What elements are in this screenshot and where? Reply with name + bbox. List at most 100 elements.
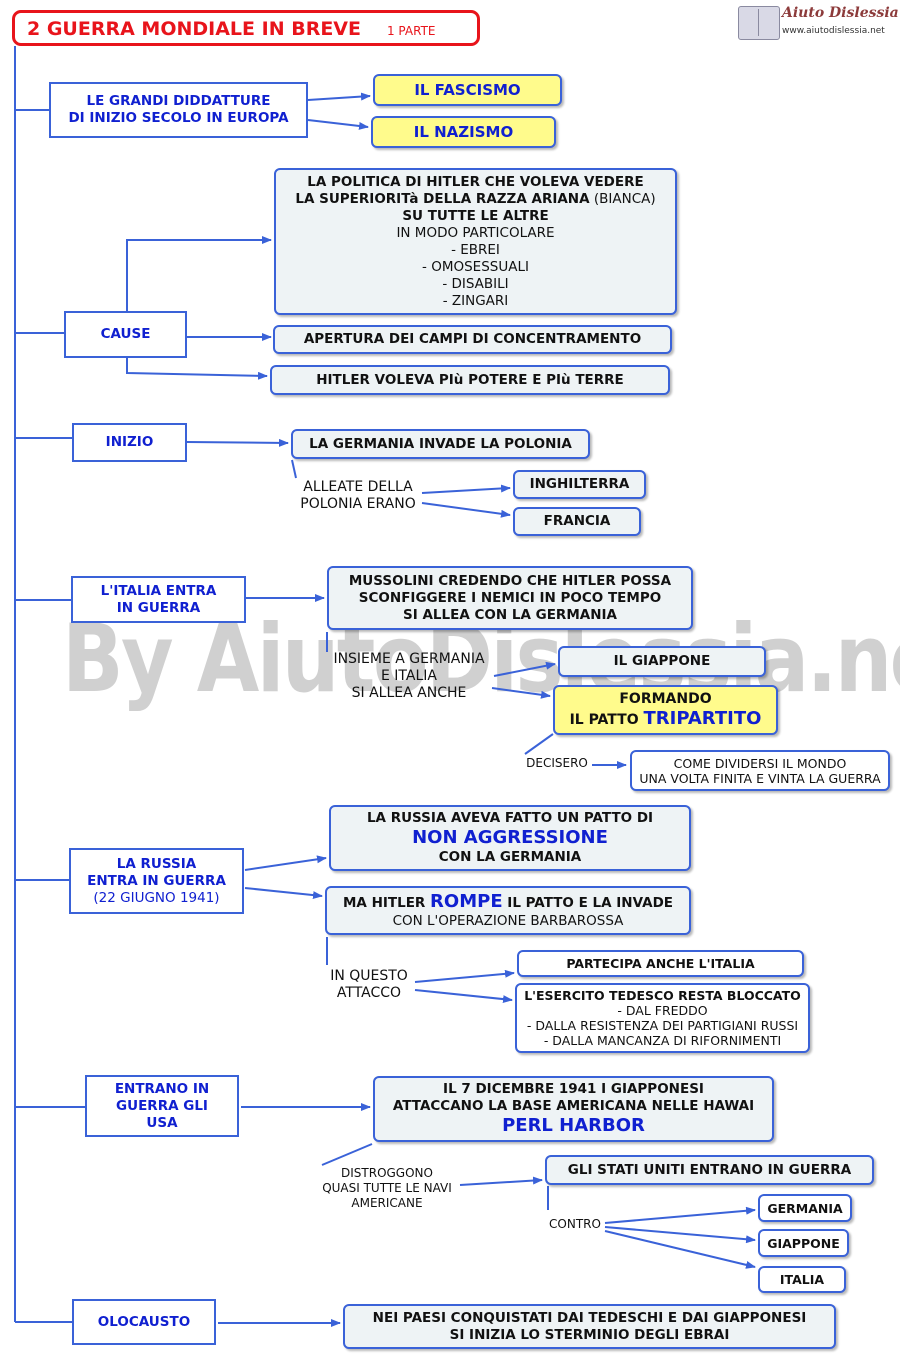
category-usa: ENTRANO IN GUERRA GLI USA [85, 1075, 239, 1137]
node-campi-concentramento: APERTURA DEI CAMPI DI CONCENTRAMENTO [273, 325, 672, 354]
category-russia-line1: LA RUSSIA [116, 855, 197, 872]
node-partecipa-italia: PARTECIPA ANCHE L'ITALIA [517, 950, 804, 977]
label-contro-text: CONTRO [549, 1217, 601, 1231]
non-aggressione-line3: CON LA GERMANIA [438, 849, 582, 865]
node-pearl-harbor: IL 7 DICEMBRE 1941 I GIAPPONESI ATTACCAN… [373, 1076, 774, 1142]
politica-line4: IN MODO PARTICOLARE [396, 224, 555, 241]
rompe-post: IL PATTO E LA INVADE [502, 895, 673, 911]
node-fascismo: IL FASCISMO [373, 74, 562, 106]
rompe-pre: MA HITLER [343, 895, 431, 911]
node-hitler-potere: HITLER VOLEVA PIù POTERE E PIù TERRE [270, 365, 670, 395]
node-hitler-rompe: MA HITLER ROMPE IL PATTO E LA INVADE CON… [325, 886, 691, 935]
mondo-line1: COME DIVIDERSI IL MONDO [673, 755, 847, 771]
category-italia: L'ITALIA ENTRA IN GUERRA [71, 576, 246, 623]
label-contro: CONTRO [544, 1217, 606, 1232]
node-inghilterra: INGHILTERRA [513, 470, 646, 499]
node-usa-entrano: GLI STATI UNITI ENTRANO IN GUERRA [545, 1155, 874, 1185]
logo-url: www.aiutodislessia.net [782, 26, 885, 36]
category-inizio: INIZIO [72, 423, 187, 462]
book-icon [738, 6, 780, 40]
germania-text: GERMANIA [767, 1200, 843, 1216]
patto-prefix: IL PATTO [569, 711, 644, 728]
politica-item: - DISABILI [442, 275, 509, 292]
node-non-aggressione: LA RUSSIA AVEVA FATTO UN PATTO DI NON AG… [329, 805, 691, 871]
node-nazismo-text: IL NAZISMO [413, 122, 514, 141]
pearl-big: PERL HARBOR [502, 1115, 645, 1136]
node-giappone-usa: GIAPPONE [758, 1229, 849, 1257]
politica-line1: LA POLITICA DI HITLER CHE VOLEVA VEDERE [307, 173, 644, 190]
node-esercito-bloccato: L'ESERCITO TEDESCO RESTA BLOCCATO - DAL … [515, 983, 810, 1053]
pearl-line2: ATTACCANO LA BASE AMERICANA NELLE HAWAI [392, 1098, 755, 1114]
node-sterminio: NEI PAESI CONQUISTATI DAI TEDESCHI E DAI… [343, 1304, 836, 1349]
politica-item: - OMOSESSUALI [422, 258, 529, 275]
label-decisero-text: DECISERO [526, 756, 588, 770]
node-germania: GERMANIA [758, 1194, 852, 1222]
label-insieme-line3: SI ALLEA ANCHE [351, 685, 467, 701]
title-text: 2 GUERRA MONDIALE IN BREVE [27, 18, 361, 40]
label-attacco-line1: IN QUESTO [330, 968, 408, 984]
node-giappone: IL GIAPPONE [558, 646, 766, 677]
label-attacco-line2: ATTACCO [336, 985, 402, 1001]
esercito-title: L'ESERCITO TEDESCO RESTA BLOCCATO [524, 988, 801, 1003]
politica-line3: SU TUTTE LE ALTRE [402, 207, 549, 224]
rompe-big: ROMPE [430, 891, 503, 912]
site-logo[interactable]: Aiuto Dislessia www.aiutodislessia.net [738, 4, 899, 40]
node-mussolini: MUSSOLINI CREDENDO CHE HITLER POSSA SCON… [327, 566, 693, 630]
category-usa-line1: ENTRANO IN [114, 1080, 210, 1097]
node-nazismo: IL NAZISMO [371, 116, 556, 148]
category-italia-line1: L'ITALIA ENTRA [100, 582, 217, 599]
polonia-text: LA GERMANIA INVADE LA POLONIA [309, 435, 572, 452]
label-alleate: ALLEATE DELLA POLONIA ERANO [290, 479, 426, 513]
label-decisero: DECISERO [520, 756, 594, 771]
logo-brand: Aiuto Dislessia [782, 5, 899, 21]
node-fascismo-text: IL FASCISMO [414, 80, 521, 99]
node-patto-tripartito: FORMANDO IL PATTO TRIPARTITO [553, 685, 778, 735]
sterminio-line2: SI INIZIA LO STERMINIO DEGLI EBRAI [449, 1326, 730, 1343]
title-part: 1 PARTE [386, 24, 436, 38]
politica-line2-plain: (BIANCA) [589, 190, 656, 207]
category-dittature: LE GRANDI DIDDATTURE DI INIZIO SECOLO IN… [49, 82, 308, 138]
italia-usa-text: ITALIA [779, 1272, 825, 1287]
category-usa-line3: USA [146, 1114, 178, 1131]
pearl-line1: IL 7 DICEMBRE 1941 I GIAPPONESI [443, 1081, 704, 1097]
node-dividere-mondo: COME DIVIDERSI IL MONDO UNA VOLTA FINITA… [630, 750, 890, 791]
label-distruggono-line1: DISTROGGONO [341, 1166, 433, 1180]
node-italia-usa: ITALIA [758, 1266, 846, 1293]
label-insieme-line1: INSIEME A GERMANIA [333, 651, 485, 667]
category-cause: CAUSE [64, 311, 187, 358]
category-olocausto-text: OLOCAUSTO [97, 1313, 191, 1330]
mussolini-line2: SCONFIGGERE I NEMICI IN POCO TEMPO [358, 589, 662, 606]
label-insieme: INSIEME A GERMANIA E ITALIA SI ALLEA ANC… [327, 651, 491, 702]
non-aggressione-big: NON AGGRESSIONE [412, 827, 608, 848]
category-olocausto: OLOCAUSTO [72, 1299, 216, 1345]
page-title: 2 GUERRA MONDIALE IN BREVE 1 PARTE [12, 10, 480, 46]
formando-text: FORMANDO [619, 690, 712, 707]
label-distruggono-line2: QUASI TUTTE LE NAVI [322, 1181, 452, 1195]
node-invade-polonia: LA GERMANIA INVADE LA POLONIA [291, 429, 590, 459]
category-dittature-line2: DI INIZIO SECOLO IN EUROPA [68, 110, 289, 126]
mussolini-line1: MUSSOLINI CREDENDO CHE HITLER POSSA [348, 572, 672, 589]
category-usa-line2: GUERRA GLI [116, 1097, 208, 1114]
giappone-text: IL GIAPPONE [613, 653, 711, 669]
esercito-item: - DALLA MANCANZA DI RIFORNIMENTI [543, 1033, 782, 1048]
politica-line2-bold: LA SUPERIORITà DELLA RAZZA ARIANA [295, 190, 590, 207]
mussolini-line3: SI ALLEA CON LA GERMANIA [403, 606, 617, 623]
politica-item: - EBREI [451, 241, 500, 258]
campi-text: APERTURA DEI CAMPI DI CONCENTRAMENTO [303, 331, 642, 347]
inghilterra-text: INGHILTERRA [529, 476, 630, 492]
node-francia: FRANCIA [513, 507, 641, 536]
label-distruggono-line3: AMERICANE [351, 1196, 423, 1210]
usa-entrano-text: GLI STATI UNITI ENTRANO IN GUERRA [567, 1161, 852, 1178]
category-dittature-line1: LE GRANDI DIDDATTURE [86, 93, 271, 109]
potere-text: HITLER VOLEVA PIù POTERE E PIù TERRE [316, 371, 624, 388]
category-russia-line2: ENTRA IN GUERRA [87, 872, 226, 889]
esercito-item: - DAL FREDDO [617, 1003, 708, 1018]
category-cause-text: CAUSE [100, 326, 151, 342]
sterminio-line1: NEI PAESI CONQUISTATI DAI TEDESCHI E DAI… [372, 1309, 807, 1326]
non-aggressione-line1: LA RUSSIA AVEVA FATTO UN PATTO DI [366, 810, 654, 826]
politica-item: - ZINGARI [442, 292, 509, 309]
category-inizio-text: INIZIO [105, 434, 154, 450]
esercito-item: - DALLA RESISTENZA DEI PARTIGIANI RUSSI [526, 1018, 799, 1033]
francia-text: FRANCIA [543, 513, 611, 529]
giappone-usa-text: GIAPPONE [767, 1235, 840, 1251]
